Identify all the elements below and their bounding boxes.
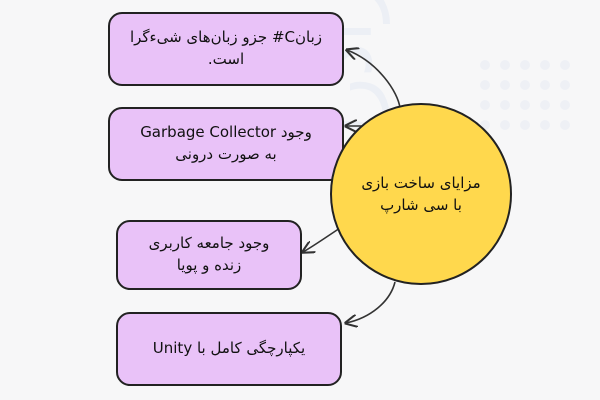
advantage-box-2: وجود Garbage Collector به صورت درونی: [108, 107, 344, 181]
connector-4: [346, 281, 396, 323]
advantage-text-3: وجود جامعه کاربری زنده و پویا: [148, 234, 270, 274]
advantage-box-3: وجود جامعه کاربری زنده و پویا: [116, 220, 302, 290]
advantage-box-4: یکپارچگی کامل با Unity: [116, 312, 342, 386]
central-topic-circle: مزایای ساخت بازی با سی شارپ: [330, 103, 512, 285]
advantage-text-2: وجود Garbage Collector به صورت درونی: [140, 123, 312, 163]
central-topic-text: مزایای ساخت بازی با سی شارپ: [361, 173, 481, 215]
watermark-pattern: [480, 60, 570, 130]
advantage-box-1: زبانC# جزو زبان‌های شیءگرا است.: [108, 12, 344, 86]
advantage-text-1: زبانC# جزو زبان‌های شیءگرا است.: [129, 28, 323, 68]
advantage-text-4: یکپارچگی کامل با Unity: [152, 339, 306, 358]
connector-3: [303, 227, 341, 252]
